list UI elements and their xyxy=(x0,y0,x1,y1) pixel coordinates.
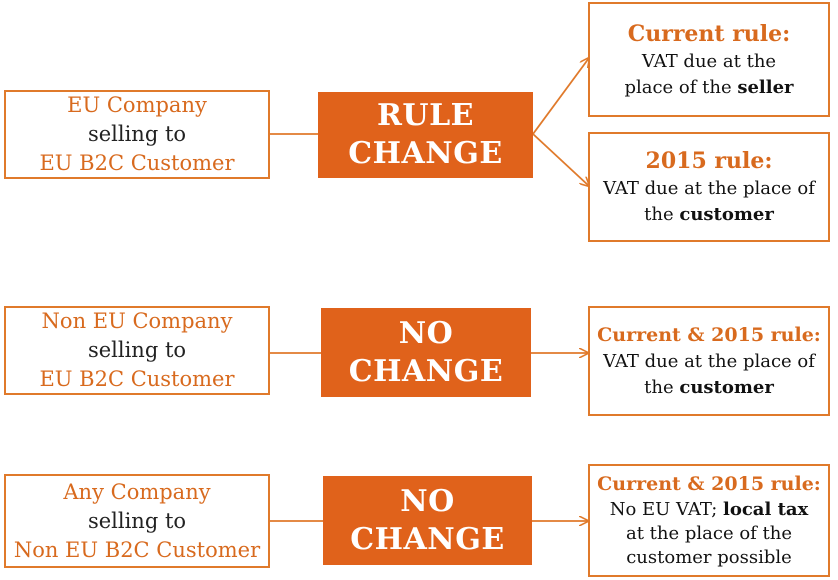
source-title: EU Company xyxy=(67,93,207,117)
source-mid: selling to xyxy=(87,122,187,146)
rule-box-current-2015: Current & 2015 rule: No EU VAT; local ta… xyxy=(588,464,830,577)
rule-text-1-bold: local tax xyxy=(723,499,809,520)
status-line1: NO xyxy=(400,483,455,519)
rule-heading: Current & 2015 rule: xyxy=(597,323,821,346)
rule-box-current: Current rule: VAT due at the place of th… xyxy=(588,2,830,117)
rule-box-current-2015: Current & 2015 rule: VAT due at the plac… xyxy=(588,306,830,416)
source-box-non-eu-company: Non EU Company selling to EU B2C Custome… xyxy=(4,306,270,395)
source-box-eu-company: EU Company selling to EU B2C Customer xyxy=(4,90,270,179)
status-line2: CHANGE xyxy=(350,521,505,557)
source-target: Non EU B2C Customer xyxy=(13,537,261,562)
source-title: Any Company xyxy=(63,479,211,504)
rule-text-2: place of the seller xyxy=(624,75,793,101)
rule-text-2-plain: place of the xyxy=(624,76,738,98)
rule-text-2-plain: the xyxy=(644,376,680,398)
source-target: EU B2C Customer xyxy=(39,151,235,175)
rule-text-2-bold: customer xyxy=(679,376,774,398)
rule-text-2: the customer xyxy=(644,375,774,401)
rule-text-2-bold: customer xyxy=(679,204,774,225)
arrow-row1-up xyxy=(532,58,589,135)
rule-text-1: VAT due at the place of xyxy=(603,350,815,372)
source-box-any-company: Any Company selling to Non EU B2C Custom… xyxy=(4,474,270,568)
rule-heading: Current rule: xyxy=(627,20,791,47)
status-box-no-change: NO CHANGE xyxy=(321,308,531,397)
status-line2: CHANGE xyxy=(348,136,503,171)
rule-text-2: the customer xyxy=(644,202,774,228)
status-box-rule-change: RULE CHANGE xyxy=(318,92,533,178)
arrow-row1-down xyxy=(532,133,589,186)
status-box-no-change: NO CHANGE xyxy=(323,476,532,565)
rule-text-3: customer possible xyxy=(626,547,792,568)
rule-heading: 2015 rule: xyxy=(645,148,773,174)
rule-box-2015: 2015 rule: VAT due at the place of the c… xyxy=(588,132,830,242)
source-mid: selling to xyxy=(87,508,187,533)
source-mid: selling to xyxy=(87,338,187,362)
source-target: EU B2C Customer xyxy=(39,367,235,391)
source-title: Non EU Company xyxy=(41,309,233,333)
rule-text-2-bold: seller xyxy=(737,76,794,98)
status-line1: RULE xyxy=(376,98,475,133)
rule-text-2: at the place of the xyxy=(625,523,793,544)
rule-text-1: VAT due at the place of xyxy=(603,178,815,199)
rule-heading: Current & 2015 rule: xyxy=(597,473,821,495)
status-line1: NO xyxy=(398,315,454,351)
rule-text-1-plain: No EU VAT; xyxy=(609,499,723,520)
rule-text-1: VAT due at the xyxy=(641,50,777,72)
status-line2: CHANGE xyxy=(348,353,504,389)
rule-text-2-plain: the xyxy=(644,204,680,225)
rule-text-1: No EU VAT; local tax xyxy=(610,498,809,522)
